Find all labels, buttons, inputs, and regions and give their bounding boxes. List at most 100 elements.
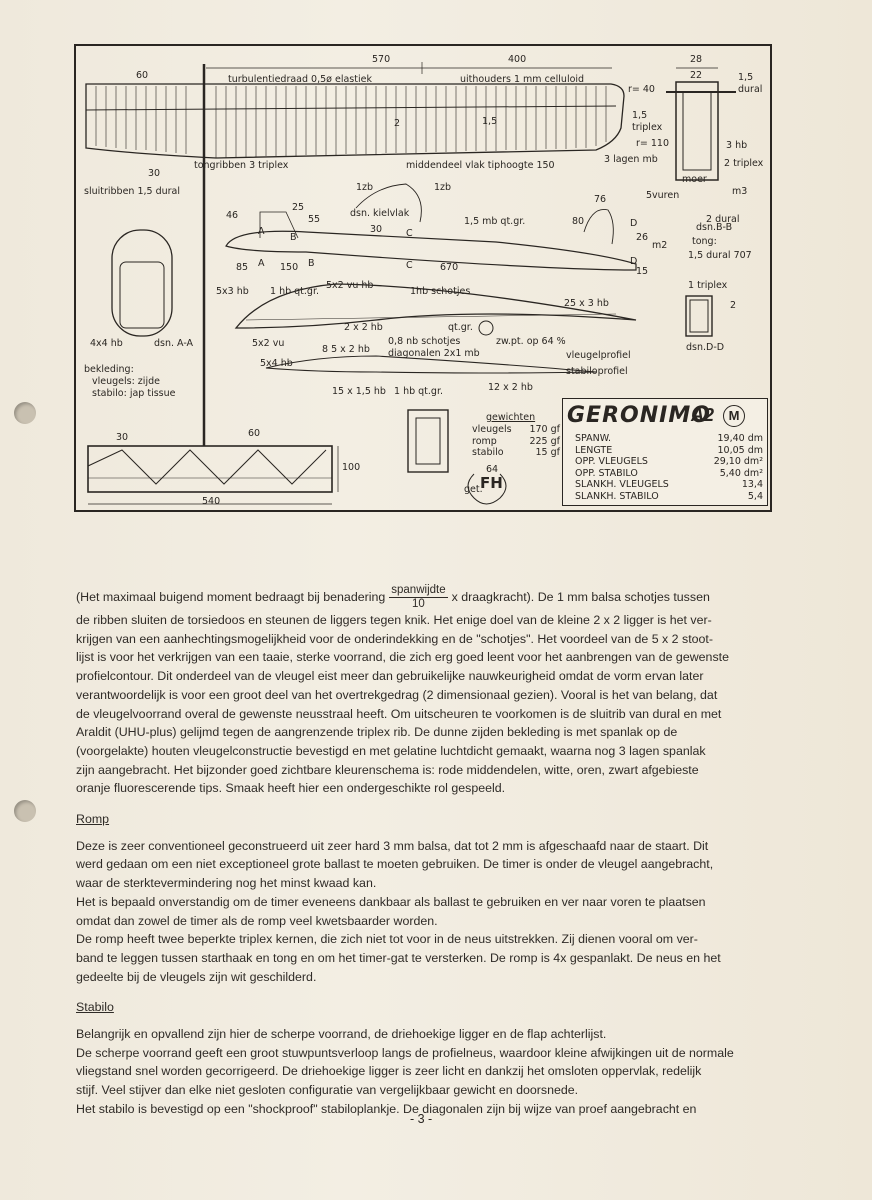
label-tongribben: tongribben 3 triplex (194, 160, 289, 171)
label-qtgr: qt.gr. (448, 322, 473, 333)
dim-55: 55 (308, 214, 321, 225)
label-dsn-dd: dsn.D-D (686, 342, 725, 353)
label-8-5x2hb: 8 5 x 2 hb (322, 344, 370, 355)
section-A1: A (258, 226, 265, 237)
label-15x15hb: 15 x 1,5 hb (332, 386, 386, 397)
paragraph-line: de ribben sluiten de torsiedoos en steun… (76, 613, 712, 627)
label-12x2hb: 12 x 2 hb (488, 382, 533, 393)
dim-3lagenmb: 3 lagen mb (604, 154, 658, 165)
label-5x2vu-hb: 5x2 vu hb (326, 280, 374, 291)
dim-30: 30 (148, 168, 161, 179)
label-uithouders: uithouders 1 mm celluloid (460, 74, 585, 85)
paragraph-line: zijn aangebracht. Het bijzonder goed zic… (76, 762, 699, 777)
spec-logo: M (723, 405, 745, 427)
dim-r110: r= 110 (636, 138, 670, 149)
dim-3hb: 3 hb (726, 140, 748, 151)
label-bekleding-vleugels: vleugels: zijde (92, 376, 160, 387)
label-1zb-a: 1zb (356, 182, 374, 193)
section-C1: C (406, 228, 413, 239)
paragraph-line: Het is bepaald onverstandig om de timer … (76, 894, 706, 909)
label-tong: tong: (692, 236, 717, 247)
dim-400: 400 (508, 54, 527, 65)
paragraph-line: vliegstand snel worden gecorrigeerd. De … (76, 1064, 702, 1079)
dim-r40: r= 40 (628, 84, 655, 95)
plan-lines (85, 62, 736, 505)
dim-540: 540 (202, 496, 221, 507)
label-64: 64 (486, 464, 499, 475)
paragraph-line: De romp heeft twee beperkte triplex kern… (76, 932, 698, 947)
dim-1-5-triplex: 1,5 (632, 110, 648, 121)
dim-670: 670 (440, 262, 459, 273)
dim-2dural: 2 dural (706, 214, 740, 225)
section-C2: C (406, 260, 413, 271)
label-zwaartepunt: zw.pt. op 64 % (496, 336, 566, 347)
page-number: - 3 - (410, 1112, 433, 1126)
paragraph-line: (Het maximaal buigend moment bedraagt bi… (76, 584, 710, 610)
label-gewichten: gewichten (486, 412, 536, 423)
dim-dural: dural (738, 84, 763, 95)
dim-triplex: triplex (632, 122, 663, 133)
dim-22: 22 (690, 70, 703, 81)
label-diagonalen: diagonalen 2x1 mb (388, 348, 480, 359)
paragraph-line: Het stabilo is bevestigd op een "shockpr… (76, 1101, 697, 1116)
label-kielvlak: dsn. kielvlak (350, 208, 410, 219)
label-5x2vu: 5x2 vu (252, 338, 285, 349)
label-schotjes-08: 0,8 nb schotjes (388, 336, 461, 347)
paragraph-line: Deze is zeer conventioneel geconstrueerd… (76, 838, 709, 853)
label-m3: m3 (732, 186, 748, 197)
section-D1: D (630, 218, 638, 229)
dim-2triplex: 2 triplex (724, 158, 764, 169)
paragraph-line: De scherpe voorrand geeft een groot stuw… (76, 1045, 734, 1060)
plan-drawing: 570 400 60 28 22 1,5 dural turbulentiedr… (74, 44, 772, 512)
spec-title: GERONIMO (567, 403, 711, 428)
label-tong-value: 1,5 dural 707 (688, 250, 752, 261)
paragraph-line: (voorgelakte) houten vleugelconstructie … (76, 743, 706, 758)
dim-80: 80 (572, 216, 585, 227)
label-schotjes: 1hb schotjes (410, 286, 471, 297)
label-1-triplex: 1 triplex (688, 280, 728, 291)
dim-1-5b: 1,5 (482, 116, 498, 127)
dim-1-5: 1,5 (738, 72, 754, 83)
dim-76: 76 (594, 194, 607, 205)
label-4x4hb: 4x4 hb (90, 338, 123, 349)
dim-30b: 30 (370, 224, 383, 235)
paragraph-line: Belangrijk en opvallend zijn hier de sch… (76, 1027, 607, 1042)
paragraph-line: omdat dan zowel de timer als de romp vee… (76, 913, 438, 928)
dim-15: 15 (636, 266, 649, 277)
dim-26: 26 (636, 232, 649, 243)
section-B2: B (308, 258, 315, 269)
dim-570: 570 (372, 54, 391, 65)
label-1hb-qtgr: 1 hb qt.gr. (270, 286, 319, 297)
spec-row: SPANW.19,40 dm (575, 433, 763, 444)
paragraph-line: waar de sterktevermindering nog het mins… (76, 876, 377, 891)
dim-2: 2 (394, 118, 401, 129)
paragraph-line: stijf. Veel stijver dan elke niet geslot… (76, 1083, 579, 1098)
label-5vuren: 5vuren (646, 190, 680, 201)
paragraph-line: gedeelte bij de vleugels zijn wit geschi… (76, 969, 317, 984)
body-text: (Het maximaal buigend moment bedraagt bi… (76, 584, 766, 1119)
label-middendeel: middendeel vlak tiphoogte 150 (406, 160, 555, 171)
label-mb-qtgr: 1,5 mb qt.gr. (464, 216, 526, 227)
dim-46: 46 (226, 210, 239, 221)
section-A2: A (258, 258, 265, 269)
label-sluitribben: sluitribben 1,5 dural (84, 186, 181, 197)
label-1hb-qtgr-2: 1 hb qt.gr. (394, 386, 443, 397)
label-5x3hb: 5x3 hb (216, 286, 249, 297)
label-25x3hb: 25 x 3 hb (564, 298, 609, 309)
dim-25: 25 (292, 202, 305, 213)
label-vleugelprofiel: vleugelprofiel (566, 350, 631, 361)
paragraph-line: werd gedaan om een niet exceptioneel gro… (76, 857, 714, 872)
dim-60: 60 (136, 70, 149, 81)
paragraph-line: band te leggen tussen starthaak en tong … (76, 950, 721, 965)
label-dsn-bb: dsn.B-B (696, 222, 733, 233)
dim-100: 100 (342, 462, 361, 473)
punch-hole (14, 402, 36, 424)
paragraph-line: Araldit (UHU-plus) gelijmd tegen de aang… (76, 725, 678, 740)
